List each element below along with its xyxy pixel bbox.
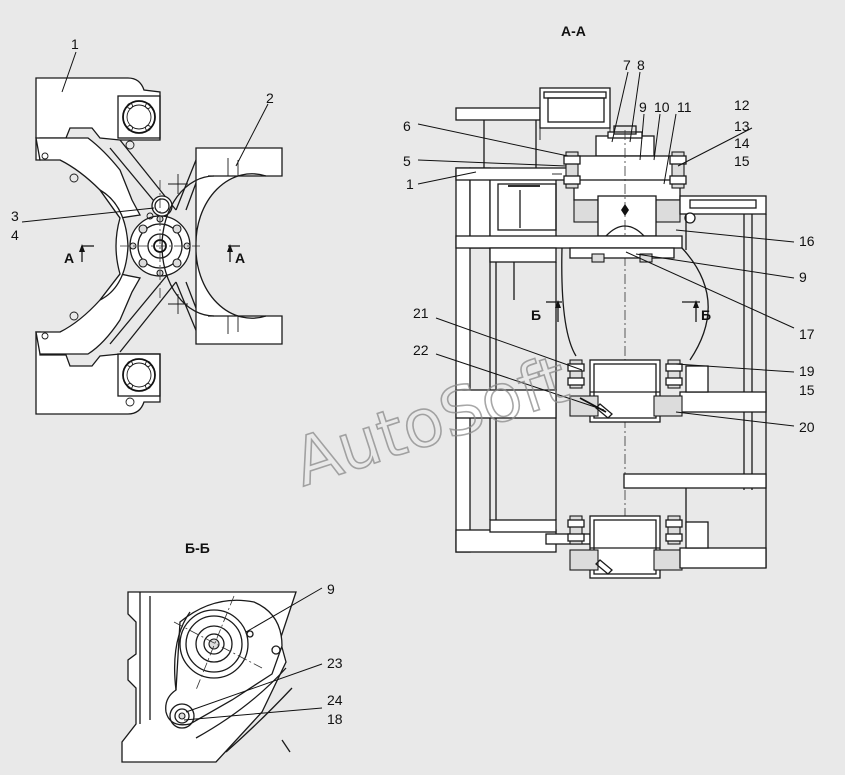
callout-1: 1: [406, 176, 414, 192]
section-bb-title: Б-Б: [185, 540, 210, 556]
callout-3: 3: [11, 208, 19, 224]
callout-9: 9: [327, 581, 335, 597]
callout-6: 6: [403, 118, 411, 134]
callout-22: 22: [413, 342, 429, 358]
section-aa-title: А-А: [561, 23, 586, 39]
callout-18: 18: [327, 711, 343, 727]
top-view-labels: 1 2 3 4 А А: [11, 36, 274, 266]
section-aa-view: [417, 71, 795, 580]
callout-23: 23: [327, 655, 343, 671]
callout-11: 11: [677, 99, 692, 115]
section-mark-a-left: А: [64, 250, 74, 266]
callout-20: 20: [799, 419, 815, 435]
callout-4: 4: [11, 227, 19, 243]
callout-14: 14: [734, 135, 750, 151]
callout-7: 7: [623, 57, 631, 73]
callout-1: 1: [71, 36, 79, 52]
callout-21: 21: [413, 305, 429, 321]
callout-17: 17: [799, 326, 815, 342]
section-mark-b-right: Б: [701, 307, 711, 323]
callout-5: 5: [403, 153, 411, 169]
callout-10: 10: [654, 99, 670, 115]
callout-15b: 15: [799, 382, 815, 398]
callout-13: 13: [734, 118, 750, 134]
top-view: [21, 51, 283, 415]
callout-19: 19: [799, 363, 815, 379]
callout-8: 8: [637, 57, 645, 73]
callout-16: 16: [799, 233, 815, 249]
section-mark-a-right: А: [235, 250, 245, 266]
section-bb-view: [121, 587, 323, 763]
callout-24: 24: [327, 692, 343, 708]
callout-12: 12: [734, 97, 750, 113]
callout-2: 2: [266, 90, 274, 106]
callout-9: 9: [639, 99, 647, 115]
section-mark-b-left: Б: [531, 307, 541, 323]
section-aa-labels: А-А 7 8 9 10 11 12 13 14 15 6 5 1 16 9 1…: [403, 23, 815, 435]
section-bb-labels: Б-Б 9 23 24 18: [185, 540, 343, 727]
callout-9b: 9: [799, 269, 807, 285]
callout-15: 15: [734, 153, 750, 169]
